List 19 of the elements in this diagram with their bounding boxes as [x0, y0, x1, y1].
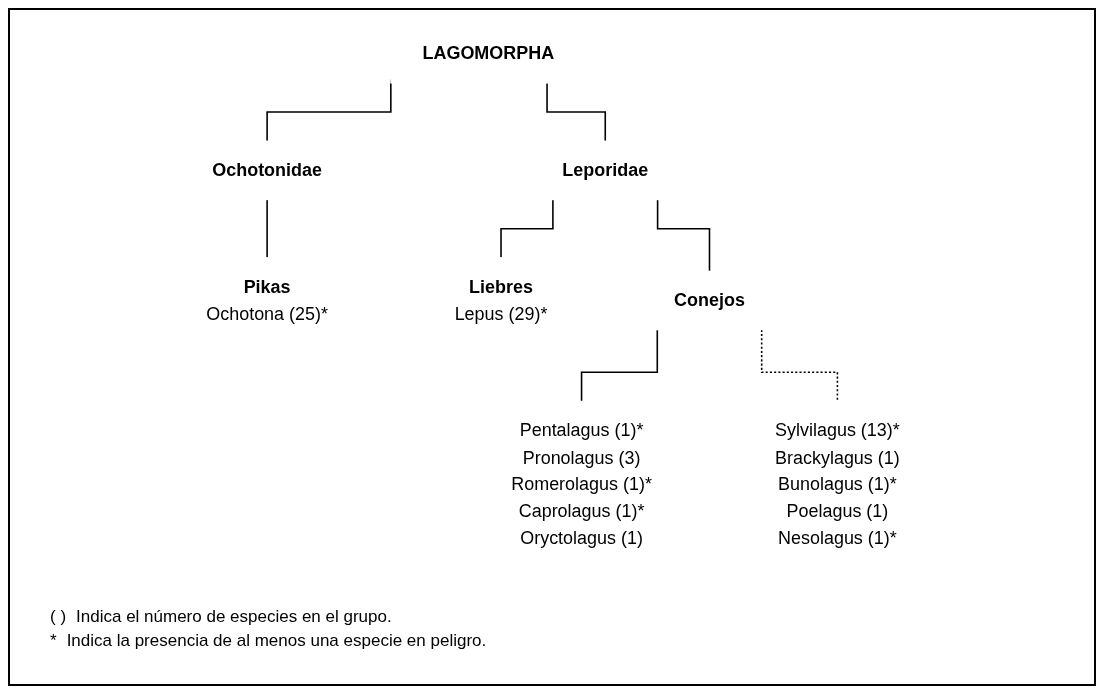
node-text: Pikas Ochotona (25)*: [206, 276, 328, 324]
node-text: Liebres Lepus (29)*: [454, 276, 548, 324]
note-symbol: ( ): [50, 607, 67, 626]
node-text: Sylvilagus (13)* Brackylagus (1) Bunolagus (1)* Poelagus (1) Nesolagus (1)*: [775, 420, 900, 549]
connector: [656, 198, 711, 272]
connector: [546, 82, 607, 142]
note-text: Indica la presencia de al menos una especie en peligro.: [66, 631, 487, 650]
note-text: Indica el número de especies en el grupo.: [76, 607, 392, 626]
node-text: LAGOMORPHA: [422, 43, 555, 64]
node-text: Pentalagus (1)* Pronolagus (3) Romerolagus (1)* Caprolagus (1)* Oryctolagus (1): [511, 420, 652, 549]
node-text: Conejos: [674, 290, 745, 311]
connector: [500, 198, 554, 259]
connector: [760, 329, 839, 403]
node-text: Leporidae: [562, 160, 649, 181]
node-text: Ochotonidae: [212, 160, 322, 181]
connector: [266, 198, 268, 259]
connector: [580, 329, 659, 403]
note-symbol: *: [50, 631, 57, 650]
tree-diagram: LAGOMORPHA Ochotonidae Leporidae Pikas Ochotona (25)* Liebres Lepus (29)* Conejos Pentalagus (1)* Pronolagus (3) Romerolagus (1)* Caprolagus (1)* Oryctolagus (1) Sylvilagus (13)* Brackylagus (1) Bunolagus (1)* Poelagus (1) Nesolagus (1)*: [20, 16, 1086, 576]
